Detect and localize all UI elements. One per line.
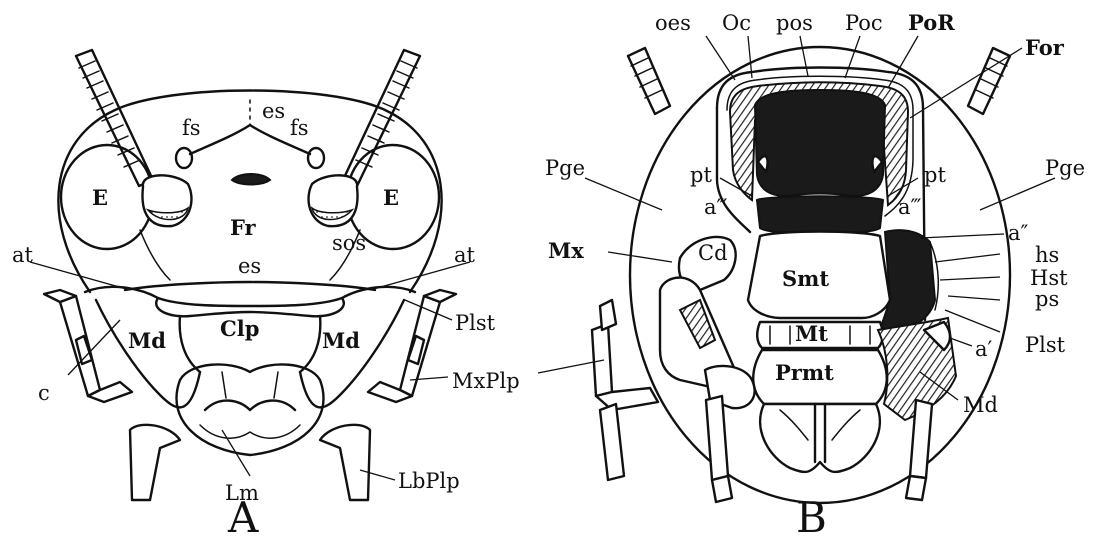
label-a-es-top: es <box>262 99 285 123</box>
labial-palp-left <box>130 425 180 500</box>
label-b-hs: hs <box>1035 243 1059 267</box>
label-a-E-left: E <box>92 185 108 210</box>
label-a-Plst: Plst <box>455 311 496 335</box>
antenna-left <box>76 50 153 186</box>
label-b-oes: oes <box>655 11 691 35</box>
label-a-fs-left: fs <box>182 116 201 140</box>
label-b-ps: ps <box>1035 287 1059 311</box>
label-a-Clp: Clp <box>220 316 259 341</box>
clypeus <box>85 287 415 306</box>
label-a-es-mid: es <box>238 254 261 278</box>
panel-a-labels: es fs fs E E Fr sos at at es Clp Md Md P… <box>12 99 520 537</box>
label-b-a3-right: a‴ <box>898 195 922 219</box>
label-a-fs-right: fs <box>290 116 309 140</box>
label-b-Poc: Poc <box>845 11 883 35</box>
antenna-right <box>343 50 420 186</box>
label-a-Md-right: Md <box>322 328 360 353</box>
label-b-For: For <box>1025 35 1065 60</box>
label-b-pt-right: pt <box>924 163 946 187</box>
label-a-at-right: at <box>454 243 476 267</box>
antenna-stub-left <box>628 48 670 114</box>
label-a-MxPlp: MxPlp <box>452 369 520 393</box>
label-b-Mx: Mx <box>548 238 584 263</box>
label-a-E-right: E <box>383 185 399 210</box>
lateral-ocellus-right <box>308 148 324 168</box>
label-b-Plst: Plst <box>1025 333 1066 357</box>
labial-palp-b-left <box>706 396 728 480</box>
labial-palp-right <box>320 425 370 500</box>
label-b-Pge-right: Pge <box>1045 156 1085 180</box>
label-a-at-left: at <box>12 243 34 267</box>
label-a-Fr: Fr <box>230 215 257 240</box>
panel-letter-a: A <box>227 493 259 537</box>
label-b-Smt: Smt <box>782 266 829 291</box>
hypostoma-region <box>880 230 935 330</box>
label-b-pos: pos <box>776 11 813 35</box>
label-b-Mt: Mt <box>795 321 828 346</box>
label-b-a1: a′ <box>975 337 993 361</box>
antenna-stub-right <box>968 48 1010 114</box>
label-b-Cd: Cd <box>698 241 728 265</box>
label-b-a2: a″ <box>1008 221 1029 245</box>
label-a-LbPlp: LbPlp <box>398 469 460 493</box>
label-a-Md-left: Md <box>128 328 166 353</box>
glossae <box>760 404 880 472</box>
label-b-Pge-left: Pge <box>545 156 585 180</box>
median-ocellus <box>232 174 270 185</box>
label-b-Oc: Oc <box>722 11 751 35</box>
epistomal-suture <box>125 282 375 290</box>
label-a-sos: sos <box>332 231 366 255</box>
occipital-foramen <box>755 90 885 196</box>
label-b-Md: Md <box>963 393 998 417</box>
label-b-Prmt: Prmt <box>775 360 834 385</box>
label-b-pt-left: pt <box>690 163 712 187</box>
label-b-PoR: PoR <box>908 10 955 35</box>
panel-letter-b: B <box>796 493 827 537</box>
lateral-ocellus-left <box>176 148 192 168</box>
label-a-c: c <box>38 381 50 405</box>
label-b-a3-left: a‴ <box>704 195 728 219</box>
